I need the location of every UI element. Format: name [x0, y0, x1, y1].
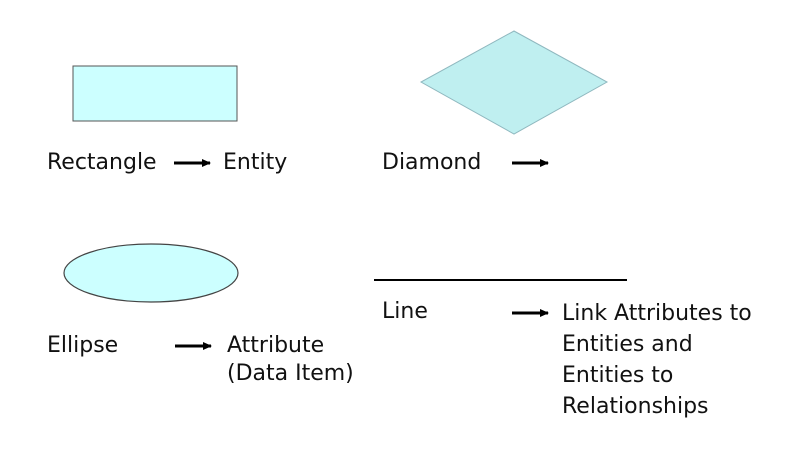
ellipse-label: Ellipse: [47, 333, 119, 358]
link-line-4: Relationships: [562, 394, 709, 419]
link-line-1: Link Attributes to: [562, 301, 752, 326]
entity-label: Entity: [223, 150, 288, 175]
diamond-label: Diamond: [382, 150, 482, 175]
rectangle-shape: [72, 65, 238, 122]
link-line-2: Entities and: [562, 332, 693, 357]
line-label: Line: [382, 299, 428, 324]
diamond-shape: [419, 30, 609, 135]
link-line-3: Entities to: [562, 363, 674, 388]
rectangle-label: Rectangle: [47, 150, 157, 175]
link-description: Link Attributes to Entities and Entities…: [562, 298, 752, 422]
attribute-line-1: Attribute: [227, 333, 325, 358]
attribute-label: Attribute (Data Item): [227, 332, 354, 388]
ellipse-shape: [63, 243, 239, 303]
attribute-line-2: (Data Item): [227, 361, 354, 386]
